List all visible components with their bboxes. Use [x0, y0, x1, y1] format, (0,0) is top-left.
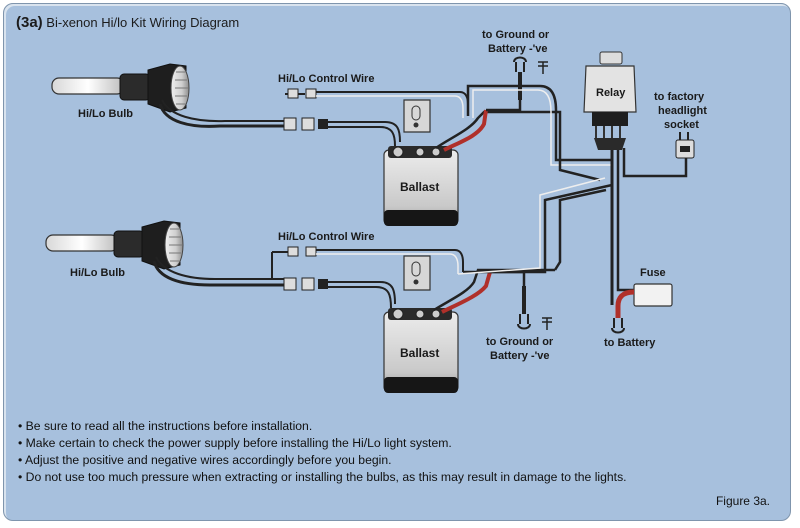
bottom-bulb-connector: [283, 277, 396, 309]
top-ballast-label: Ballast: [400, 180, 439, 194]
top-bulb-label: Hi/Lo Bulb: [78, 108, 133, 120]
relay: [583, 51, 637, 150]
top-ground-label-1: to Ground or: [482, 29, 550, 41]
figure-label: Figure 3a.: [715, 494, 770, 508]
bottom-ballast-positive-wire: [441, 271, 492, 314]
bottom-ballast-negative-wire: [433, 268, 555, 312]
top-bulb-connector: [283, 117, 401, 147]
note-item: Adjust the positive and negative wires a…: [18, 452, 627, 469]
note-item: Be sure to read all the instructions bef…: [18, 418, 627, 435]
title-number: (3a): [16, 14, 43, 31]
bottom-bulb-label: Hi/Lo Bulb: [70, 267, 125, 279]
relay-label: Relay: [596, 87, 626, 99]
headlight-label-2: headlight: [658, 105, 707, 117]
headlight-label-3: socket: [664, 119, 699, 131]
fuse-label: Fuse: [640, 267, 666, 279]
bottom-control-wire-label: Hi/Lo Control Wire: [278, 231, 374, 243]
bottom-ground-label-1: to Ground or: [486, 336, 554, 348]
top-ballast-negative-wire: [435, 110, 552, 150]
top-ballast: [383, 99, 459, 226]
relay-harness-wires: [457, 84, 688, 305]
bottom-control-wire: [271, 246, 464, 279]
headlight-socket-plug: [675, 132, 695, 159]
top-control-wire: [285, 88, 469, 118]
battery-label: to Battery: [604, 337, 656, 349]
notes-list: Be sure to read all the instructions bef…: [18, 418, 627, 486]
top-bulb: [51, 63, 285, 128]
battery-terminal: [611, 289, 635, 334]
top-ground-label-2: Battery -'ve: [488, 43, 547, 55]
note-item: Do not use too much pressure when extrac…: [18, 469, 627, 486]
bottom-ballast-label: Ballast: [400, 346, 439, 360]
top-ground-terminal: [513, 56, 548, 100]
bottom-bulb: [45, 220, 285, 287]
bottom-ground-label-2: Battery -'ve: [490, 350, 549, 362]
headlight-label-1: to factory: [654, 91, 705, 103]
fuse: [633, 283, 673, 307]
title-text: Bi-xenon Hi/lo Kit Wiring Diagram: [42, 15, 240, 30]
note-item: Make certain to check the power supply b…: [18, 435, 627, 452]
top-control-wire-label: Hi/Lo Control Wire: [278, 73, 374, 85]
diagram-title: (3a) Bi-xenon Hi/lo Kit Wiring Diagram: [16, 14, 239, 31]
bottom-ballast: [383, 255, 459, 393]
top-ballast-positive-wire: [443, 109, 488, 152]
bottom-ground-terminal: [517, 286, 552, 330]
